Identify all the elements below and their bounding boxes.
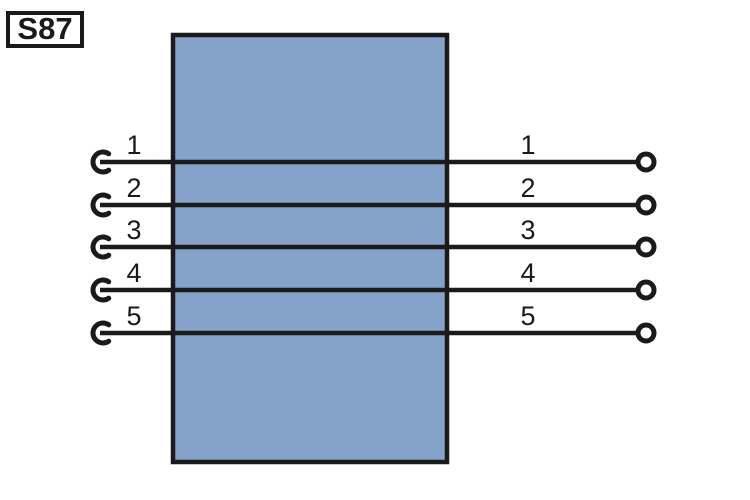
- socket-terminal-icon: [90, 149, 112, 175]
- identifier-label-box: [6, 11, 84, 48]
- socket-terminal-icon: [90, 277, 112, 303]
- ring-terminal-icon: [635, 279, 657, 301]
- socket-terminal-icon: [90, 192, 112, 218]
- right-pin-number: 5: [520, 301, 535, 331]
- ring-terminal-icon: [635, 322, 657, 344]
- left-pin-number: 1: [126, 130, 141, 160]
- ring-terminal-icon: [635, 151, 657, 173]
- right-pin-number: 1: [520, 130, 535, 160]
- socket-terminal-icon: [90, 234, 112, 260]
- left-pin-number: 2: [126, 173, 141, 203]
- right-pin-number: 3: [520, 215, 535, 245]
- socket-terminal-icon: [90, 320, 112, 346]
- left-pin-number: 4: [126, 258, 141, 288]
- left-pin-number: 5: [126, 301, 141, 331]
- right-pin-number: 4: [520, 258, 535, 288]
- right-pin-number: 2: [520, 173, 535, 203]
- identifier-label: S87: [6, 11, 84, 48]
- ring-terminal-icon: [635, 236, 657, 258]
- ring-terminal-icon: [635, 194, 657, 216]
- identifier-label-text: S87: [17, 11, 72, 46]
- left-pin-number: 3: [126, 215, 141, 245]
